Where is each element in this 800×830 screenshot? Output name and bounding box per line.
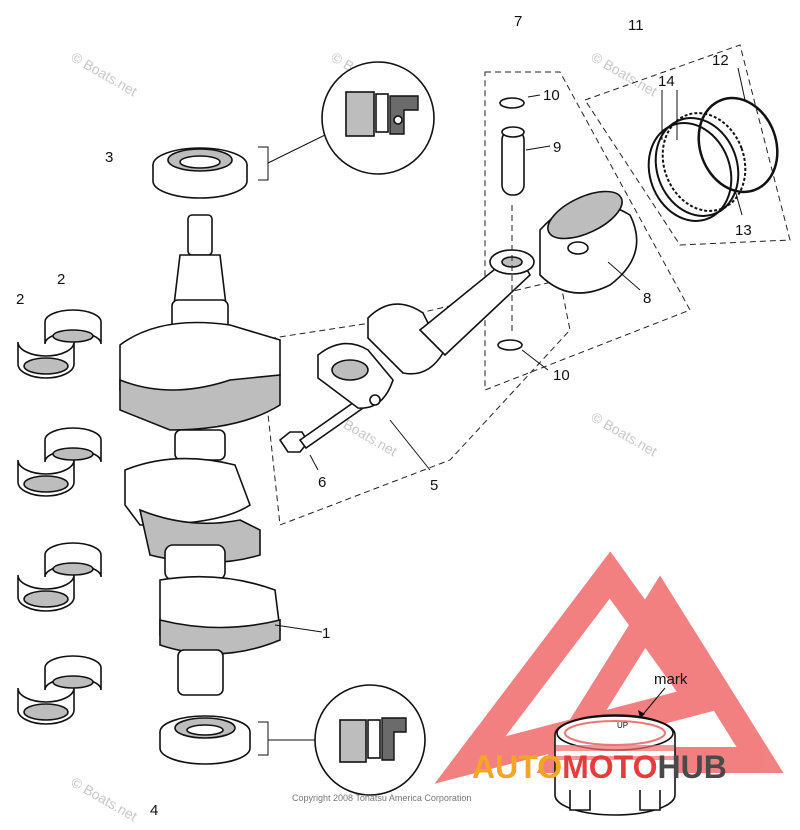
callout-12: 12 bbox=[712, 52, 729, 69]
oil-seal-lower bbox=[159, 715, 318, 765]
callout-10: 10 bbox=[543, 87, 560, 104]
callout-5: 5 bbox=[430, 477, 438, 494]
callout-13: 13 bbox=[735, 222, 752, 239]
connecting-rod bbox=[317, 249, 535, 471]
copyright-notice: Copyright 2008 Tohatsu America Corporati… bbox=[292, 793, 471, 803]
piston bbox=[539, 190, 641, 294]
brand-part-hub: HUB bbox=[657, 749, 726, 785]
callout-8: 8 bbox=[643, 290, 651, 307]
piston-rings bbox=[647, 67, 779, 222]
mark-label: mark bbox=[654, 671, 688, 688]
cap-bolt bbox=[278, 396, 368, 471]
callout-9: 9 bbox=[553, 139, 561, 156]
piston-top-marking: UP bbox=[617, 721, 628, 730]
svg-text:AUTOMOTOHUB: AUTOMOTOHUB bbox=[472, 749, 727, 785]
callout-4: 4 bbox=[150, 802, 158, 819]
piston-pin-group bbox=[497, 94, 551, 371]
callout-3: 3 bbox=[105, 149, 113, 166]
callout-numbers: 1 2 2 3 4 5 6 7 8 9 10 10 11 12 13 14 bbox=[16, 13, 752, 819]
piston-mark-detail: UP mark bbox=[554, 671, 688, 816]
callout-1: 1 bbox=[322, 625, 330, 642]
detail-circle-lower bbox=[314, 684, 426, 796]
callout-7: 7 bbox=[514, 13, 522, 30]
callout-14: 14 bbox=[658, 73, 675, 90]
bearing-pair bbox=[17, 427, 102, 497]
detail-circle-upper bbox=[321, 61, 435, 175]
callout-2: 2 bbox=[57, 271, 65, 288]
callout-2: 2 bbox=[16, 291, 24, 308]
crankshaft bbox=[119, 214, 323, 696]
watermark: © Boats.net bbox=[69, 49, 141, 100]
bearing-pair bbox=[17, 542, 102, 612]
pin-clip-lower bbox=[497, 339, 523, 351]
pin-clip-upper bbox=[499, 97, 525, 109]
group-11-outline bbox=[584, 44, 791, 246]
bearing-pair bbox=[17, 309, 102, 379]
piston-pin bbox=[501, 129, 525, 196]
callout-10: 10 bbox=[553, 367, 570, 384]
brand-part-moto: MOTO bbox=[562, 749, 657, 785]
watermark: © Boats.net bbox=[69, 774, 141, 825]
callout-6: 6 bbox=[318, 474, 326, 491]
brand-part-auto: AUTO bbox=[472, 749, 562, 785]
watermark: © Boats.net bbox=[589, 49, 661, 100]
bearing-pair bbox=[17, 655, 102, 725]
main-bearings bbox=[17, 309, 102, 725]
oil-seal-upper bbox=[152, 134, 326, 199]
brand-wordmark: AUTOMOTOHUB bbox=[472, 749, 727, 785]
watermark: © Boats.net bbox=[589, 409, 661, 460]
callout-11: 11 bbox=[628, 17, 644, 34]
